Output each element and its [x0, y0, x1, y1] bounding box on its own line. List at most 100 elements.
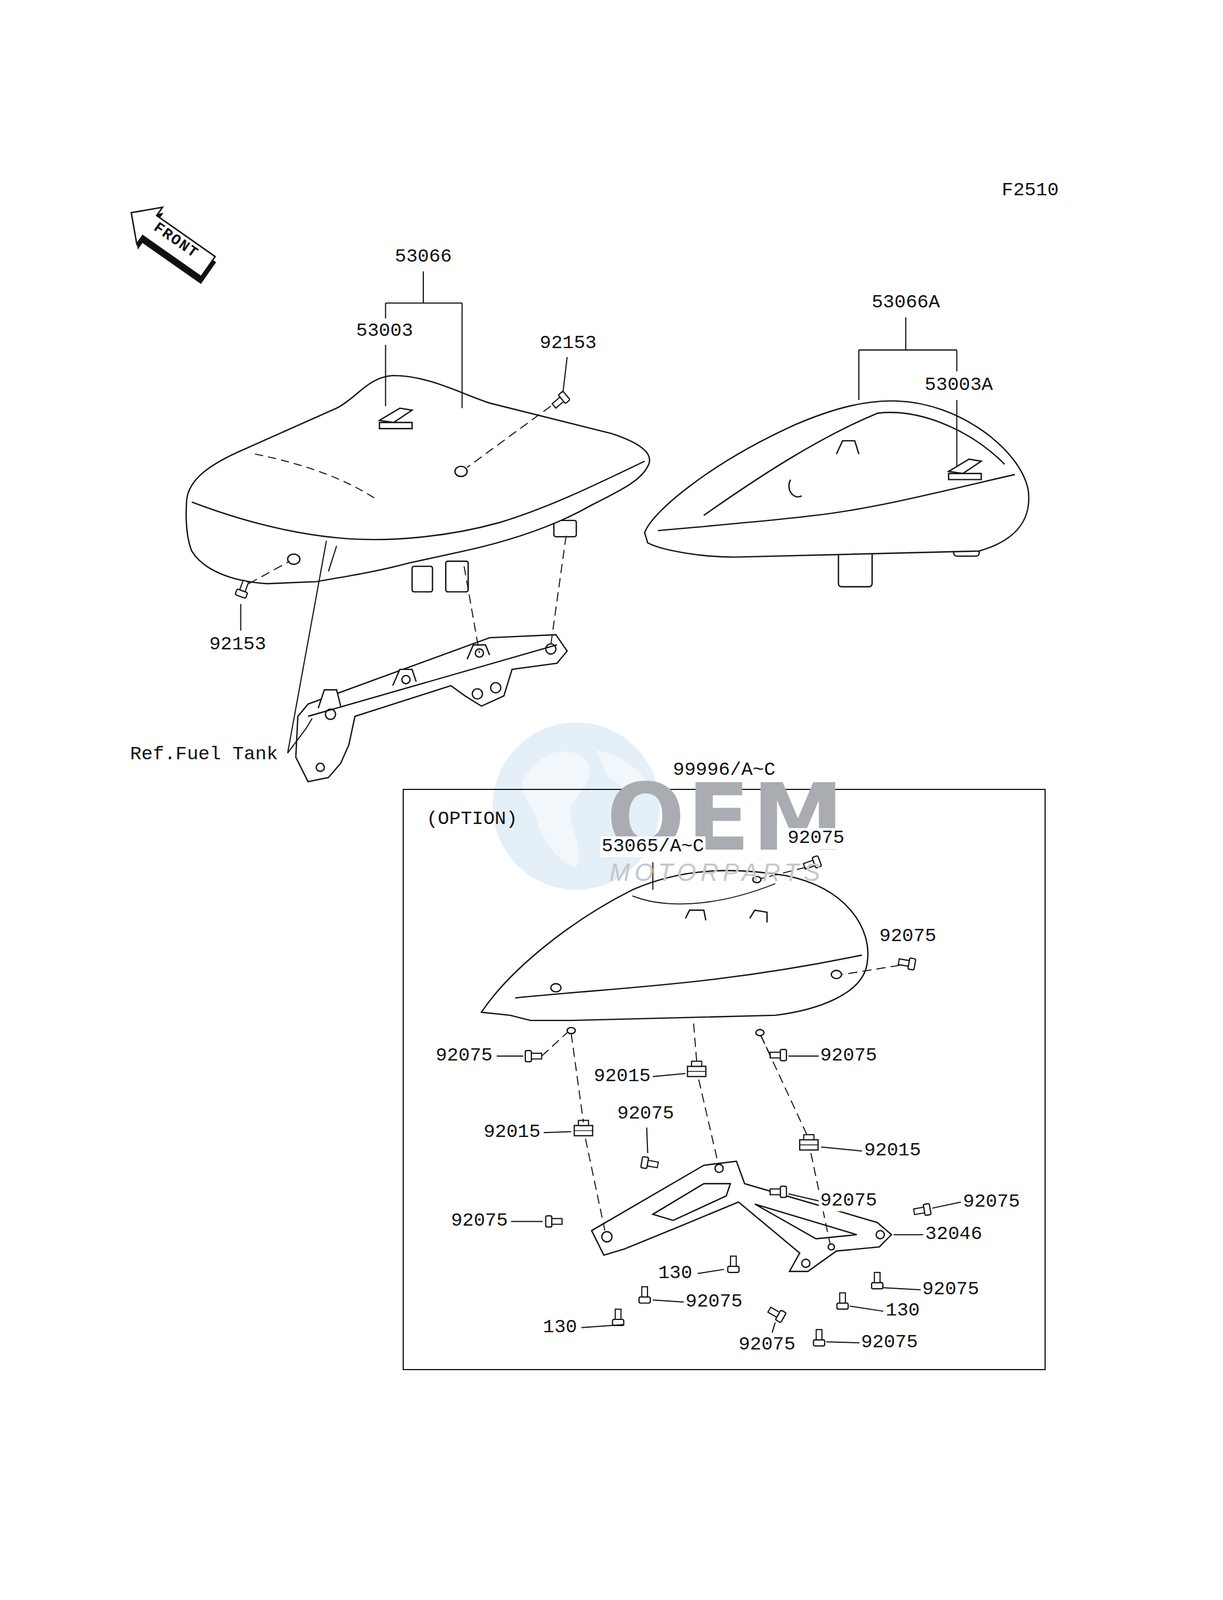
leader-lines [384, 302, 386, 318]
rider-seat [254, 453, 377, 500]
assembly-lines [550, 535, 567, 645]
leader-lines [820, 1146, 862, 1151]
assembly-lines [248, 405, 900, 1245]
passenger-cover [948, 458, 982, 474]
assembly-lines [760, 1035, 808, 1137]
rider-seat [287, 553, 301, 564]
leader-lines [858, 349, 957, 351]
seat-cowl [481, 869, 868, 1036]
cowl-bracket [801, 1258, 811, 1268]
seat-bracket [295, 634, 568, 782]
leader-lines [581, 1323, 625, 1327]
leader-lines [956, 399, 958, 468]
leader-lines [788, 1055, 820, 1057]
assembly-lines [698, 1079, 719, 1163]
cowl-bracket [714, 1163, 724, 1173]
callout-number: 53066A [869, 292, 942, 314]
leader-lines [496, 1055, 524, 1057]
rider-seat [379, 422, 413, 429]
seat-bracket [475, 648, 484, 657]
leader-lines [328, 545, 337, 572]
leader-lines [893, 1233, 923, 1235]
callout-number: 92075 [785, 828, 847, 849]
leader-lines [461, 302, 463, 408]
leader-lines [905, 317, 907, 351]
callout-number: 32046 [923, 1223, 984, 1245]
seat-bracket [316, 762, 325, 772]
callout-number: F2510 [999, 180, 1061, 201]
assembly-lines [467, 405, 551, 468]
fasteners [770, 1049, 787, 1061]
fasteners [871, 1272, 883, 1289]
assembly-lines [571, 1033, 584, 1123]
callout-number: 92153 [207, 634, 268, 655]
leader-lines [306, 718, 313, 729]
fasteners [766, 1304, 786, 1323]
leader-lines [956, 349, 958, 371]
leader-lines [883, 1287, 922, 1290]
seat-cowl [632, 883, 776, 904]
callout-number: 130 [656, 1262, 694, 1284]
callout-number: 92075 [818, 1190, 879, 1211]
cowl-bracket [828, 1243, 835, 1250]
passenger-cover [836, 440, 859, 454]
cowl-bracket [591, 1160, 892, 1271]
callout-number: 92075 [433, 1045, 495, 1066]
assembly-lines [541, 1032, 568, 1056]
leader-lines [826, 1341, 860, 1343]
assembly-lines [463, 566, 480, 653]
callout-number: 92075 [449, 1210, 510, 1232]
fasteners [550, 390, 570, 410]
seat-bracket [472, 688, 483, 699]
passenger-cover [948, 473, 982, 480]
rider-seat [186, 375, 650, 584]
seat-bracket [490, 682, 501, 693]
rider-seat [379, 408, 413, 423]
leader-lines [772, 1321, 776, 1332]
fasteners [640, 1156, 659, 1171]
seat-cowl [481, 869, 868, 1021]
leader-lines [510, 1220, 543, 1222]
callout-number: 53066 [393, 246, 454, 268]
fasteners [813, 1328, 825, 1346]
seat-bracket [318, 689, 341, 708]
leader-lines [788, 1193, 820, 1201]
rider-seat [412, 566, 433, 592]
watermark-globe [521, 751, 591, 867]
seat-cowl [515, 954, 863, 998]
fasteners [545, 1215, 563, 1227]
seat-cowl [749, 910, 767, 923]
assembly-lines [248, 561, 290, 584]
seat-cowl [831, 969, 842, 979]
rider-seat [553, 520, 577, 537]
fasteners [837, 1292, 849, 1309]
callout-number: 130 [541, 1316, 579, 1338]
passenger-cover [644, 400, 1029, 558]
callout-number: 92075 [818, 1045, 879, 1066]
leader-lines [384, 344, 386, 406]
rider-seat [455, 466, 468, 477]
callout-number: 92153 [538, 333, 599, 355]
watermark: MOTORPARTS [609, 858, 825, 886]
cowl-bracket [591, 1160, 892, 1271]
fasteners [525, 1050, 542, 1062]
leader-lines [858, 349, 860, 400]
callout-number: 92075 [961, 1191, 1022, 1212]
callout-number: 92075 [736, 1333, 797, 1355]
leader-lines [240, 603, 242, 631]
passenger-cover [658, 474, 1015, 531]
callout-number: 92075 [615, 1103, 676, 1125]
fasteners [687, 1060, 707, 1076]
assembly-lines [693, 1023, 697, 1062]
callout-number: 92075 [683, 1291, 744, 1312]
seat-bracket [402, 675, 411, 684]
leader-lines [422, 271, 424, 304]
fasteners [574, 1119, 593, 1135]
seat-bracket [392, 669, 417, 686]
seat-bracket [307, 644, 557, 717]
fasteners [727, 1255, 739, 1273]
leader-lines [653, 1072, 686, 1076]
fasteners [799, 1134, 819, 1150]
cowl-bracket [653, 1183, 731, 1221]
